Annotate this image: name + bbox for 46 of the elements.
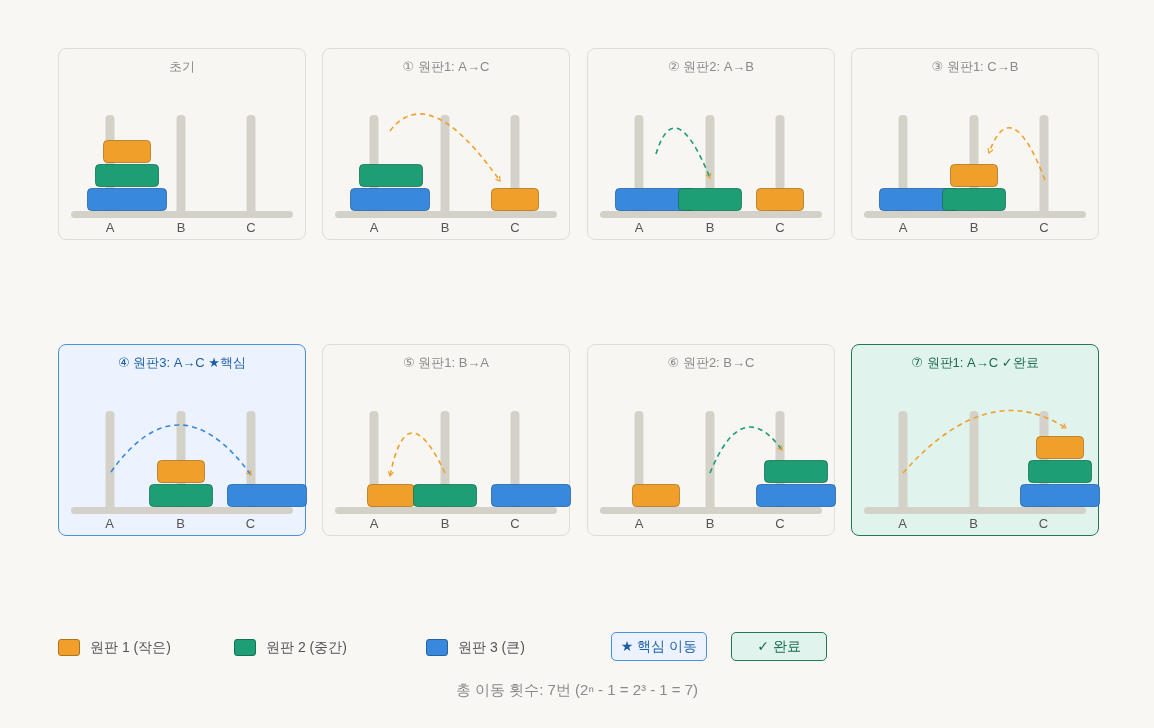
legend-label: 원판 1 (작은): [90, 638, 171, 656]
peg-label: C: [510, 220, 520, 236]
peg-label: A: [634, 516, 644, 532]
legend-tag: ★ 핵심 이동: [611, 632, 707, 661]
peg-label: C: [775, 220, 785, 236]
peg-label: C: [246, 220, 256, 236]
peg-label: A: [105, 220, 115, 236]
caption: 총 이동 횟수: 7번 (2ⁿ - 1 = 2³ - 1 = 7): [455, 680, 699, 700]
peg-label: A: [898, 220, 908, 236]
peg-label: A: [105, 516, 114, 532]
legend-label: 원판 3 (큰): [458, 638, 525, 656]
peg-label: A: [369, 516, 379, 532]
panel-title: ⑦ 원판1: A→C ✓완료: [911, 354, 1039, 371]
panel-title: ① 원판1: A→C: [402, 58, 490, 75]
peg-label: C: [775, 516, 785, 532]
step-panel: [587, 344, 835, 536]
step-panel: [58, 344, 306, 536]
peg-label: C: [1039, 220, 1049, 236]
panel-title: ④ 원판3: A→C ★핵심: [118, 354, 246, 371]
peg-label: B: [176, 220, 186, 236]
step-panel: [587, 48, 835, 240]
peg-label: B: [440, 516, 450, 532]
peg-label: B: [176, 516, 185, 532]
legend-tag: ✓ 완료: [731, 632, 827, 661]
peg-label: B: [969, 220, 979, 236]
step-panel: [322, 344, 570, 536]
panel-title: ⑥ 원판2: B→C: [667, 354, 755, 371]
peg-label: A: [898, 516, 907, 532]
peg-label: A: [634, 220, 644, 236]
peg-label: B: [705, 516, 715, 532]
panel-title: 초기: [169, 58, 195, 75]
step-panel: [851, 344, 1099, 536]
step-panel: [58, 48, 306, 240]
panel-title: ⑤ 원판1: B→A: [402, 354, 490, 371]
peg-label: C: [510, 516, 520, 532]
peg-label: C: [1038, 516, 1049, 532]
step-panel: [322, 48, 570, 240]
peg-label: C: [245, 516, 256, 532]
legend-label: 원판 2 (중간): [266, 638, 347, 656]
step-panel: [851, 48, 1099, 240]
panel-title: ② 원판2: A→B: [667, 58, 755, 75]
panel-title: ③ 원판1: C→B: [931, 58, 1019, 75]
peg-label: B: [969, 516, 978, 532]
peg-label: A: [369, 220, 379, 236]
peg-label: B: [705, 220, 715, 236]
peg-label: B: [440, 220, 450, 236]
